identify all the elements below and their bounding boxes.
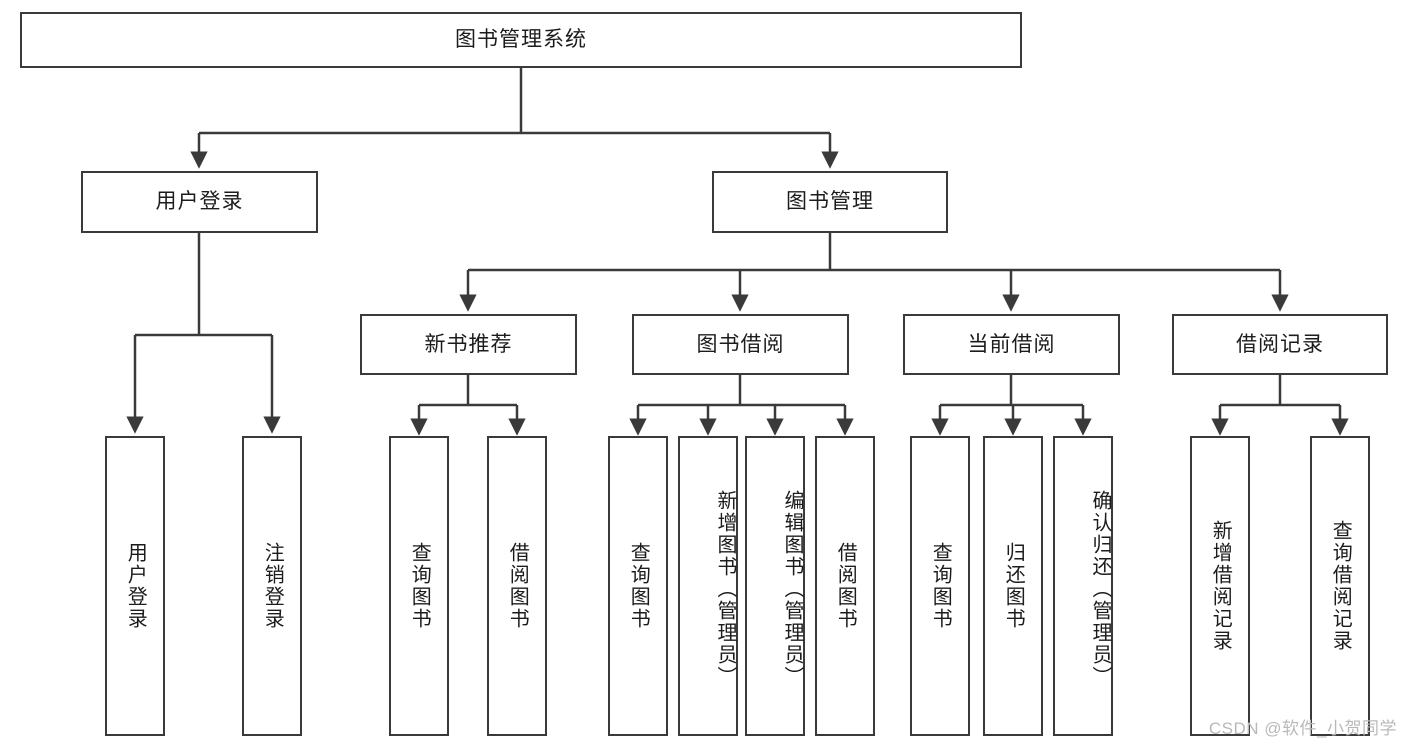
node-leaf-query-book-recommend[interactable]: 查询图书 xyxy=(389,436,449,736)
node-book-management[interactable]: 图书管理 xyxy=(712,171,948,233)
node-leaf-borrow-book[interactable]: 借阅图书 xyxy=(815,436,875,736)
node-leaf-user-login[interactable]: 用户登录 xyxy=(105,436,165,736)
node-leaf-query-borrow-record[interactable]: 查询借阅记录 xyxy=(1310,436,1370,736)
node-leaf-logout[interactable]: 注销登录 xyxy=(242,436,302,736)
node-leaf-add-borrow-record[interactable]: 新增借阅记录 xyxy=(1190,436,1250,736)
node-book-borrow[interactable]: 图书借阅 xyxy=(632,314,849,375)
node-leaf-query-book-current[interactable]: 查询图书 xyxy=(910,436,970,736)
node-current-borrow[interactable]: 当前借阅 xyxy=(903,314,1120,375)
node-book-management-system[interactable]: 图书管理系统 xyxy=(20,12,1022,68)
node-leaf-confirm-return-admin[interactable]: 确认归还（管理员） xyxy=(1053,436,1113,736)
node-leaf-return-book[interactable]: 归还图书 xyxy=(983,436,1043,736)
node-leaf-add-book-admin[interactable]: 新增图书（管理员） xyxy=(678,436,738,736)
node-leaf-edit-book-admin[interactable]: 编辑图书（管理员） xyxy=(745,436,805,736)
node-new-book-recommend[interactable]: 新书推荐 xyxy=(360,314,577,375)
csdn-watermark: CSDN @软件_小贺同学 xyxy=(1208,719,1397,738)
node-leaf-query-book-borrow[interactable]: 查询图书 xyxy=(608,436,668,736)
node-user-login[interactable]: 用户登录 xyxy=(81,171,318,233)
node-borrow-record[interactable]: 借阅记录 xyxy=(1172,314,1388,375)
node-leaf-borrow-book-recommend[interactable]: 借阅图书 xyxy=(487,436,547,736)
